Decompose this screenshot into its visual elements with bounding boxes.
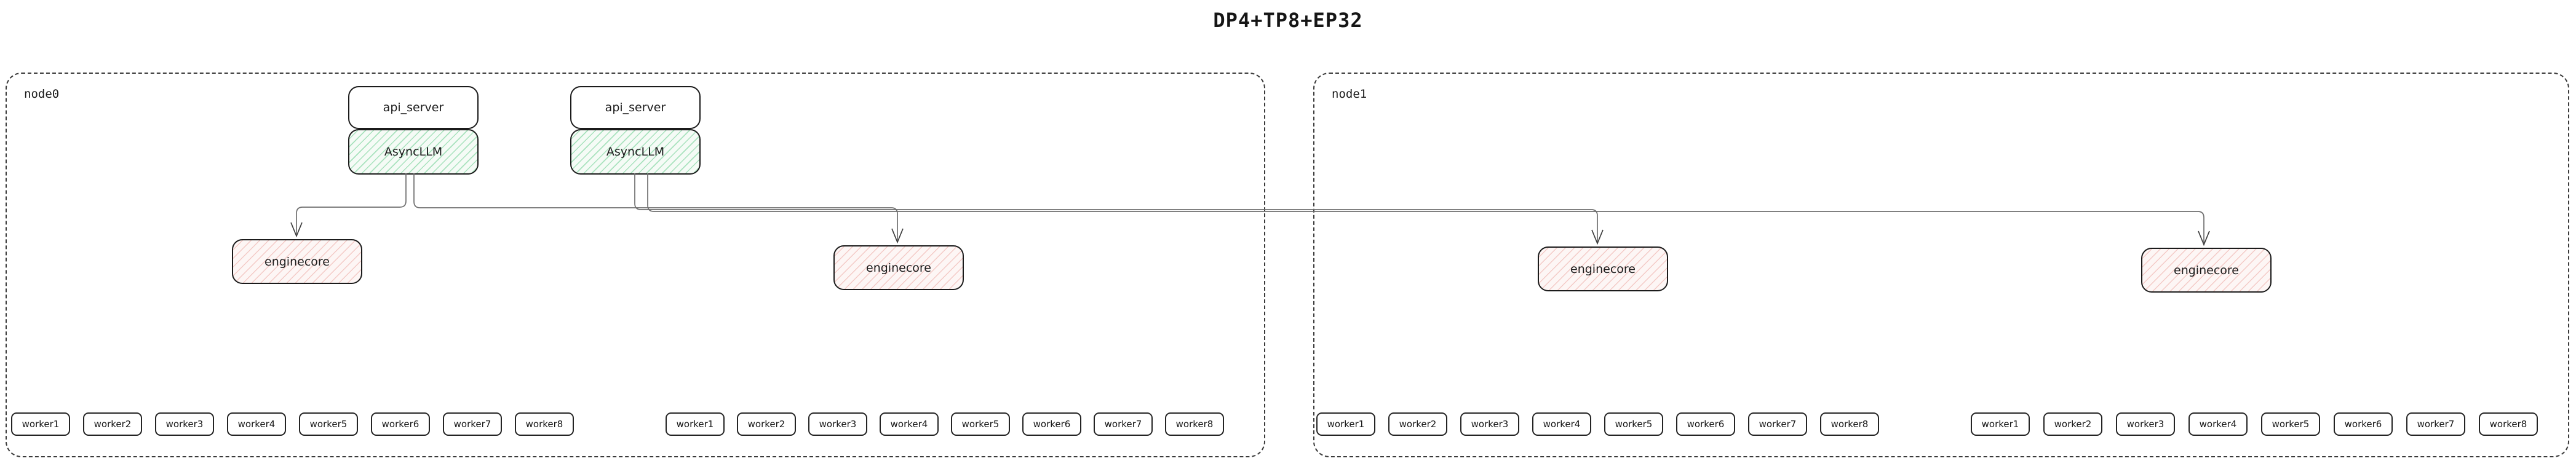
- worker-box: worker1: [11, 412, 70, 436]
- worker-box: worker3: [2116, 412, 2175, 436]
- node1-enginecore-2: enginecore: [2141, 248, 2272, 293]
- worker-box: worker6: [2334, 412, 2393, 436]
- worker-box: worker5: [951, 412, 1010, 436]
- worker-box: worker4: [227, 412, 286, 436]
- asyncllm-box-2: AsyncLLM: [570, 129, 701, 175]
- worker-box: worker1: [1316, 412, 1375, 436]
- worker-box: worker8: [1165, 412, 1224, 436]
- worker-box: worker4: [1532, 412, 1591, 436]
- node0-worker-group-1: worker1 worker2 worker3 worker4 worker5 …: [11, 412, 574, 436]
- worker-box: worker5: [2261, 412, 2320, 436]
- worker-box: worker3: [808, 412, 867, 436]
- node0-container: node0 api_server AsyncLLM api_server Asy…: [6, 73, 1265, 457]
- worker-box: worker6: [371, 412, 430, 436]
- node0-enginecore-1: enginecore: [232, 239, 362, 284]
- node0-worker-group-2: worker1 worker2 worker3 worker4 worker5 …: [666, 412, 1224, 436]
- worker-box: worker3: [1460, 412, 1519, 436]
- worker-box: worker6: [1676, 412, 1735, 436]
- worker-box: worker2: [2043, 412, 2102, 436]
- worker-box: worker7: [1094, 412, 1153, 436]
- worker-box: worker1: [666, 412, 725, 436]
- worker-box: worker3: [155, 412, 214, 436]
- worker-box: worker7: [443, 412, 502, 436]
- worker-box: worker5: [1604, 412, 1663, 436]
- worker-box: worker6: [1022, 412, 1081, 436]
- worker-box: worker2: [737, 412, 796, 436]
- worker-box: worker2: [1388, 412, 1447, 436]
- node1-label: node1: [1332, 87, 1367, 101]
- worker-box: worker8: [1820, 412, 1879, 436]
- worker-box: worker4: [2188, 412, 2248, 436]
- node1-container: node1 enginecore enginecore worker1 work…: [1313, 73, 2569, 457]
- api-server-box-1: api_server: [348, 86, 479, 129]
- node0-enginecore-2: enginecore: [833, 245, 964, 290]
- node0-label: node0: [24, 87, 60, 101]
- worker-box: worker8: [2479, 412, 2538, 436]
- worker-box: worker7: [1748, 412, 1807, 436]
- worker-box: worker7: [2406, 412, 2465, 436]
- worker-box: worker1: [1971, 412, 2030, 436]
- worker-box: worker8: [515, 412, 574, 436]
- node1-enginecore-1: enginecore: [1538, 246, 1668, 291]
- worker-box: worker4: [880, 412, 939, 436]
- worker-box: worker2: [83, 412, 142, 436]
- page-title: DP4+TP8+EP32: [1213, 9, 1363, 32]
- asyncllm-box-1: AsyncLLM: [348, 129, 479, 175]
- node1-worker-group-1: worker1 worker2 worker3 worker4 worker5 …: [1316, 412, 1879, 436]
- worker-box: worker5: [299, 412, 358, 436]
- node1-worker-group-2: worker1 worker2 worker3 worker4 worker5 …: [1971, 412, 2538, 436]
- api-server-box-2: api_server: [570, 86, 701, 129]
